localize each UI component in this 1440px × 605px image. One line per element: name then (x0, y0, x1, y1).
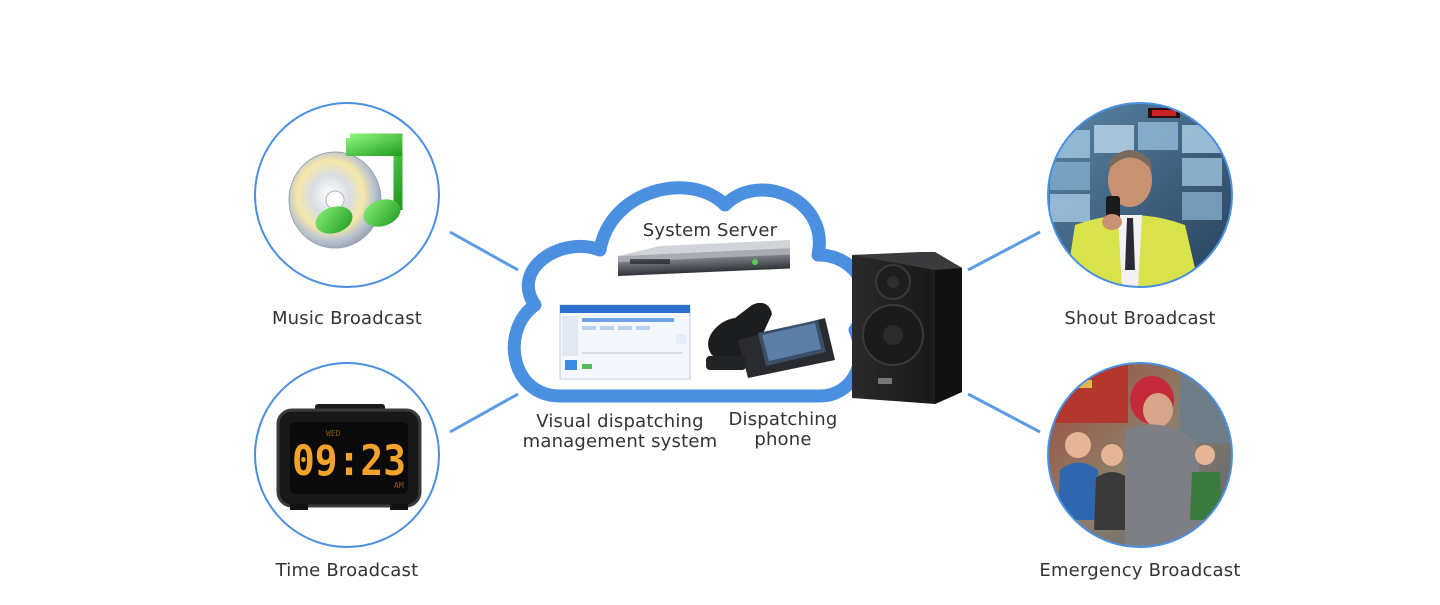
connector-shout (967, 230, 1041, 272)
music-cd-icon (288, 133, 403, 249)
connector-lines (449, 230, 1041, 434)
label-system-server: System Server (642, 220, 778, 241)
operator-photo (1048, 103, 1232, 287)
label-time-broadcast: Time Broadcast (275, 560, 419, 581)
dispatch-software-screen (559, 304, 691, 380)
connector-time (449, 392, 519, 434)
label-emergency-broadcast: Emergency Broadcast (1039, 560, 1241, 581)
rack-server-icon (618, 240, 790, 277)
label-phone-line2: phone (754, 429, 812, 450)
node-ring-shout (1047, 102, 1233, 288)
label-music-broadcast: Music Broadcast (271, 308, 423, 329)
node-shout-broadcast (1047, 102, 1233, 288)
desk-phone-icon (706, 302, 835, 378)
children-photo (1048, 363, 1232, 547)
clock-ampm: AM (394, 481, 404, 490)
label-visual-line1: Visual dispatching (536, 411, 704, 432)
label-visual-line2: management system (522, 431, 718, 452)
node-ring-emergency (1047, 362, 1233, 548)
label-phone-line1: Dispatching (728, 409, 838, 430)
speaker-icon (852, 252, 962, 404)
label-dispatching-phone: Dispatching phone (710, 410, 856, 450)
clock-time: 09:23 (292, 436, 406, 485)
node-emergency-broadcast (1047, 362, 1233, 548)
connector-emergency (967, 392, 1041, 434)
clock-day: WED (326, 429, 341, 438)
node-music-broadcast (254, 102, 440, 288)
connector-music (449, 230, 519, 272)
alarm-clock-icon: WED 09:23 AM (276, 404, 422, 510)
node-time-broadcast: WED 09:23 AM (254, 362, 440, 548)
label-shout-broadcast: Shout Broadcast (1064, 308, 1216, 329)
label-visual-dispatching: Visual dispatching management system (510, 412, 730, 452)
